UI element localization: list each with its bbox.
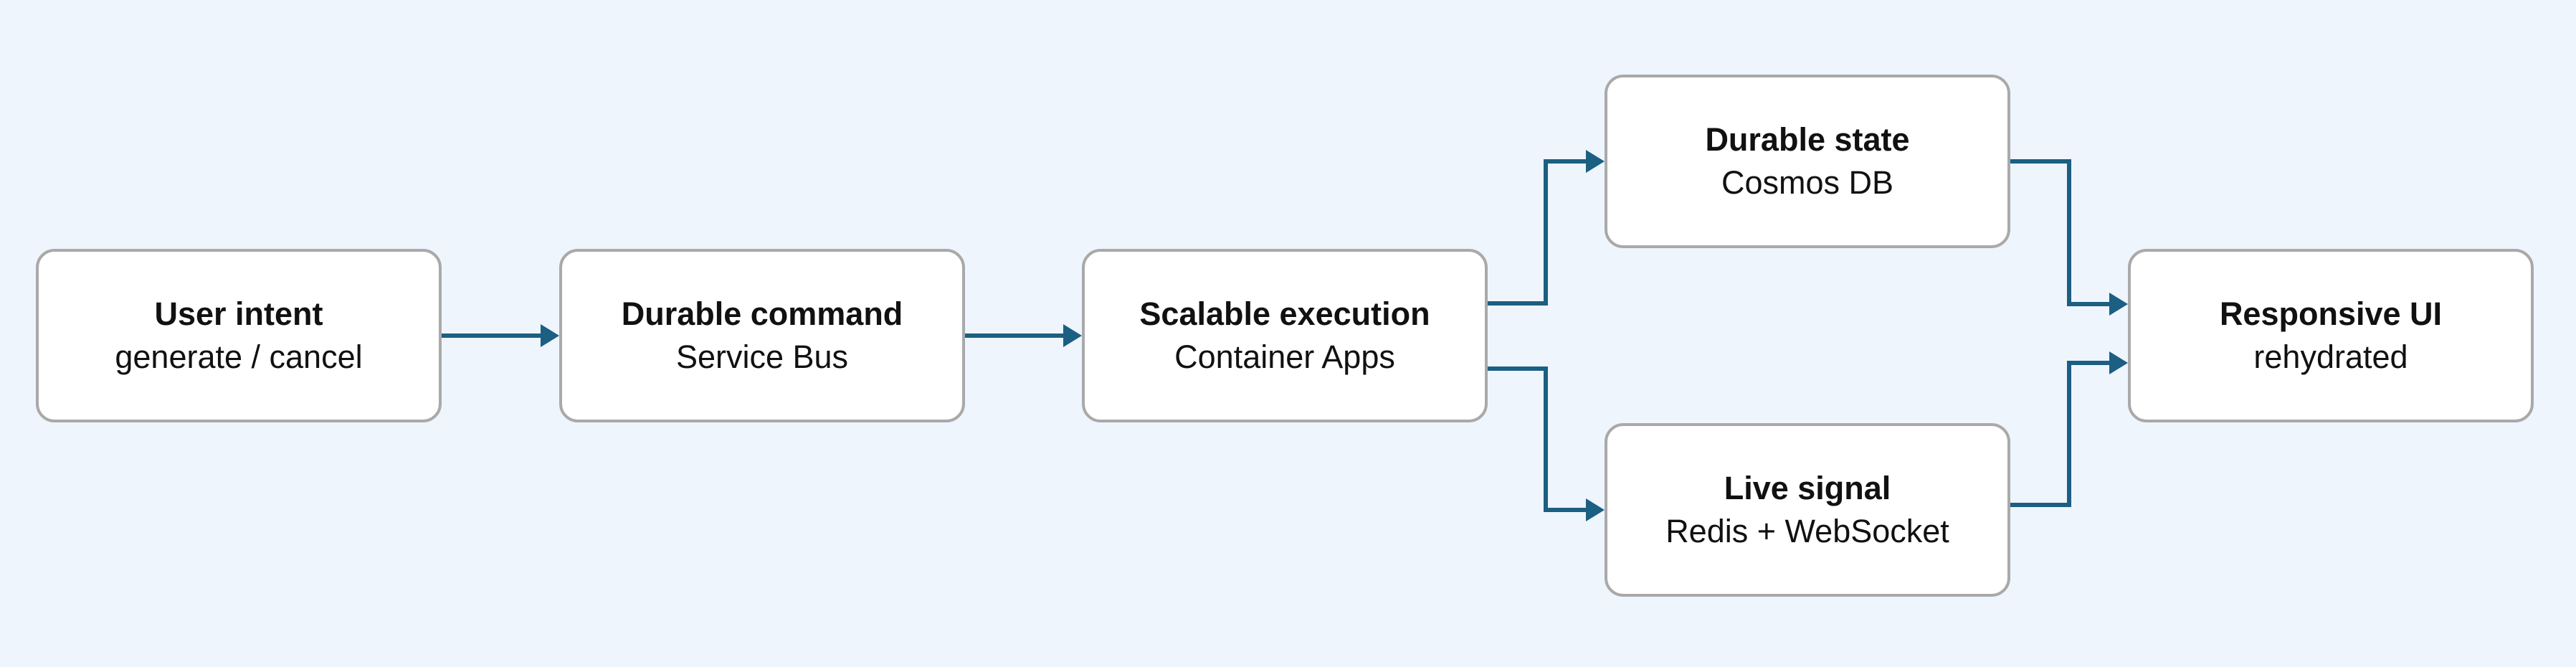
edge-exec-to-signal (1488, 366, 1586, 512)
node-title: Scalable execution (1139, 295, 1430, 332)
arrowhead-exec (1063, 324, 1082, 347)
node-subtitle: rehydrated (2253, 339, 2408, 375)
node-user-intent: User intent generate / cancel (36, 249, 442, 422)
edge-exec-to-state (1488, 159, 1586, 306)
edge-state-to-ui (2010, 159, 2109, 306)
node-title: Durable command (621, 295, 903, 332)
node-responsive-ui: Responsive UI rehydrated (2128, 249, 2534, 422)
node-durable-command: Durable command Service Bus (559, 249, 965, 422)
arrowhead-signal (1586, 498, 1605, 521)
node-title: Durable state (1705, 121, 1910, 158)
node-subtitle: Service Bus (675, 339, 849, 375)
arrowhead-state (1586, 150, 1605, 173)
node-live-signal: Live signal Redis + WebSocket (1605, 423, 2010, 597)
node-title: Live signal (1724, 470, 1891, 506)
node-subtitle: Redis + WebSocket (1665, 513, 1949, 549)
node-durable-state: Durable state Cosmos DB (1605, 75, 2010, 248)
arrowhead-command (541, 324, 559, 347)
edge-signal-to-ui (2010, 361, 2109, 507)
arrowhead-ui-bottom (2109, 351, 2128, 374)
arrowhead-ui-top (2109, 293, 2128, 316)
node-title: Responsive UI (2219, 295, 2443, 332)
node-scalable-execution: Scalable execution Container Apps (1082, 249, 1488, 422)
node-subtitle: Container Apps (1174, 339, 1395, 375)
node-subtitle: generate / cancel (115, 339, 363, 375)
node-title: User intent (154, 295, 323, 332)
node-subtitle: Cosmos DB (1721, 164, 1894, 201)
